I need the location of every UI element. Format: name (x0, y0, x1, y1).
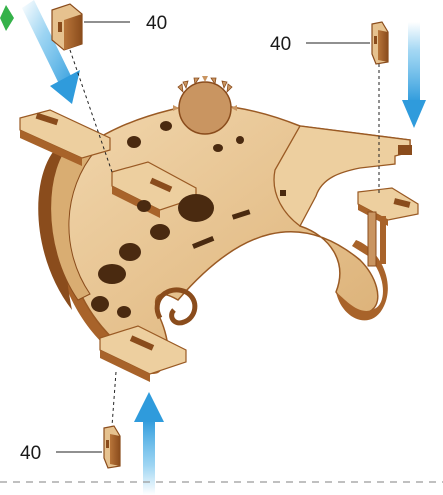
callout-label-top-right: 40 (270, 34, 291, 55)
part-top-left (52, 4, 82, 50)
down-arrow-icon (402, 22, 426, 128)
dashed-guide-bottom (112, 372, 116, 426)
up-arrow-icon (134, 392, 164, 495)
callout-label-top-left: 40 (146, 13, 167, 34)
part-bottom (104, 426, 120, 468)
wooden-assembly (20, 76, 418, 382)
callout-label-bottom: 40 (20, 443, 41, 464)
part-top-right (372, 22, 388, 64)
green-marker-icon (0, 5, 14, 31)
